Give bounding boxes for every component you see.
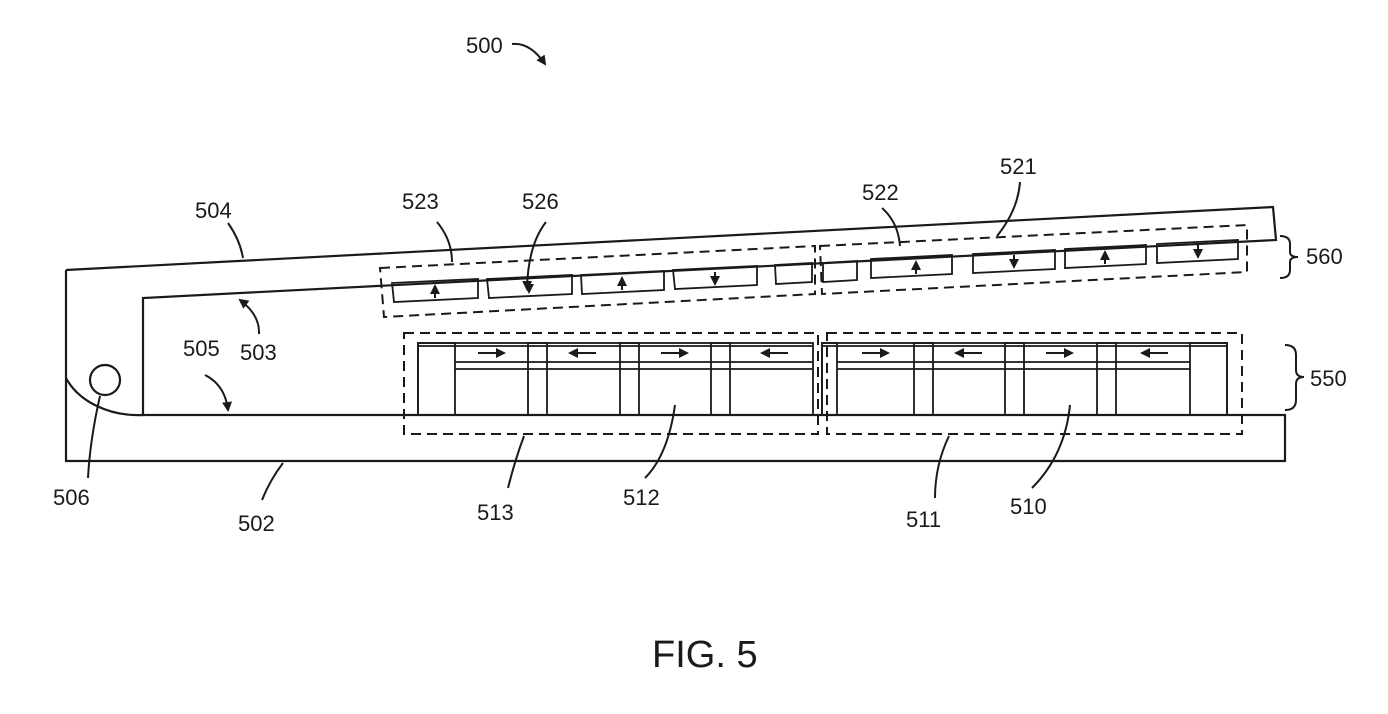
label-505: 505 — [183, 336, 220, 361]
lid-outer — [65, 205, 1278, 417]
label-560: 560 — [1306, 244, 1343, 269]
lid-array-523 — [378, 244, 816, 319]
hinge-barrel — [65, 377, 144, 417]
label-500: 500 — [466, 33, 503, 58]
base-body — [64, 270, 1287, 463]
label-522: 522 — [862, 180, 899, 205]
base-array-511 — [826, 332, 1243, 435]
brace-560 — [1279, 235, 1299, 279]
label-504: 504 — [195, 198, 232, 223]
base-array-513 — [403, 332, 819, 435]
base-magnet-group-right — [821, 342, 1228, 416]
label-510: 510 — [1010, 494, 1047, 519]
spacer-bar — [1189, 342, 1228, 416]
lid-polarity-arrows — [430, 245, 1203, 298]
lid-magnet-stack — [378, 223, 1248, 319]
label-526: 526 — [522, 189, 559, 214]
group-frame — [417, 342, 814, 416]
lid-magnet — [1064, 244, 1147, 269]
spacer-bar — [417, 342, 456, 416]
lid-magnet — [580, 270, 665, 295]
base-magnet-stack — [403, 332, 1243, 435]
lid-magnet — [1156, 239, 1239, 264]
label-523: 523 — [402, 189, 439, 214]
spacer-bar — [619, 342, 640, 416]
spacer-bar — [913, 342, 934, 416]
lid-array-521 — [818, 223, 1248, 296]
label-503: 503 — [240, 340, 277, 365]
label-513: 513 — [477, 500, 514, 525]
label-511: 511 — [906, 507, 941, 532]
lid-magnets — [391, 239, 1239, 303]
hinge-pin — [88, 363, 122, 397]
lid-magnet — [972, 249, 1056, 274]
label-521: 521 — [1000, 154, 1037, 179]
spacer-bar — [527, 342, 548, 416]
lid-magnet — [486, 274, 573, 299]
spacer-bar — [1004, 342, 1025, 416]
lid-magnet — [822, 260, 858, 283]
label-506: 506 — [53, 485, 90, 510]
base-magnet-group-left — [417, 342, 814, 416]
spacer-bar — [1096, 342, 1117, 416]
label-502: 502 — [238, 511, 275, 536]
leader-lines — [87, 42, 1071, 501]
figure-caption: FIG. 5 — [652, 634, 758, 676]
spacer-bar — [821, 342, 838, 416]
lid-magnet — [391, 278, 479, 303]
label-512: 512 — [623, 485, 660, 510]
spacer-bar — [710, 342, 731, 416]
lid-magnet — [870, 254, 953, 279]
label-550: 550 — [1310, 366, 1347, 391]
brace-550 — [1284, 344, 1305, 411]
lid-magnet — [774, 262, 813, 285]
lid-magnet — [672, 265, 758, 290]
